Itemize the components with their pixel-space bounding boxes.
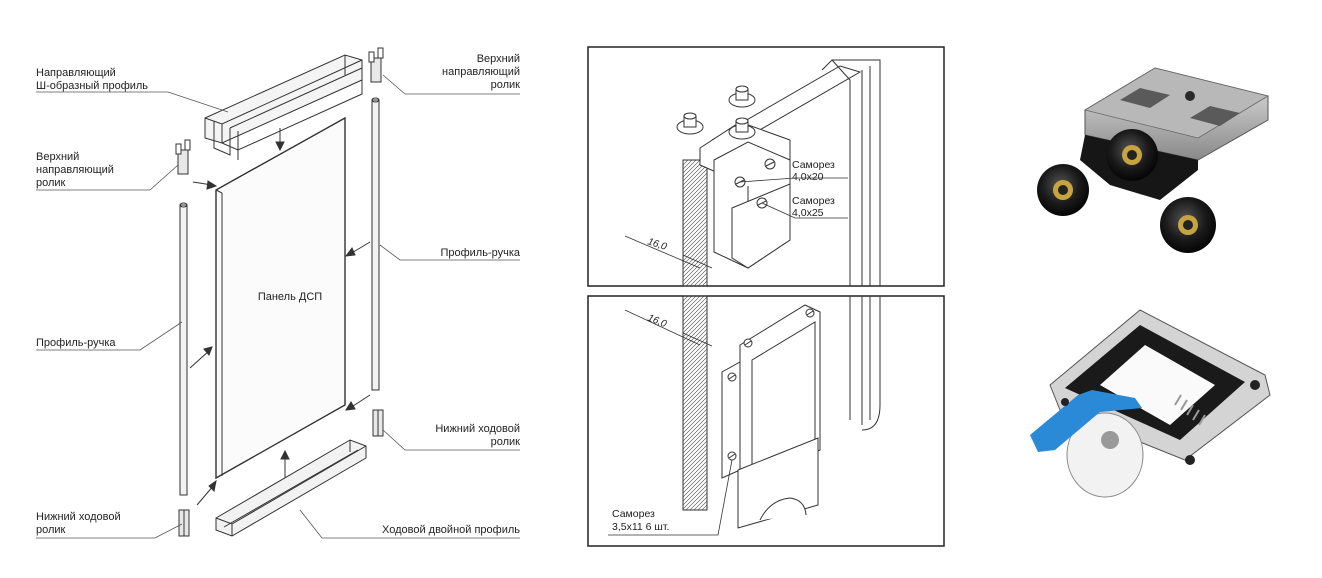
top-guide-profile (204, 54, 363, 160)
label-top-roller-right-2: направляющий (442, 66, 520, 78)
bottom-roller-right-part (372, 409, 384, 437)
label-top-roller-right-1: Верхний (477, 53, 520, 65)
label-bottom-roller-left-2: ролик (36, 524, 66, 536)
exploded-diagram (36, 47, 520, 539)
label-double-running-profile: Ходовой двойной профиль (382, 524, 520, 536)
double-running-profile (215, 439, 367, 537)
lower-running-roller-photo (1030, 309, 1271, 498)
label-bottom-roller-right-1: Нижний ходовой (435, 423, 520, 435)
handle-profile-left (179, 202, 188, 496)
exploded-diagram-labels: Направляющий Ш-образный профиль Верхний … (36, 53, 521, 536)
bottom-screw-line1: Саморез (612, 508, 655, 520)
top-screw-2-line2: 4,0x25 (792, 207, 824, 219)
label-top-roller-right-3: ролик (491, 79, 521, 91)
top-detail-panel: Саморез 4,0x20 Саморез 4,0x25 16,0 (587, 46, 945, 287)
chipboard-panel (215, 116, 346, 480)
label-top-roller-left-2: направляющий (36, 164, 114, 176)
handle-profile-right (371, 97, 380, 391)
label-panel: Панель ДСП (258, 291, 322, 303)
top-screw-1-line1: Саморез (792, 159, 835, 171)
top-roller-right-part (368, 47, 384, 83)
bottom-roller-left-part (178, 509, 190, 537)
top-screw-1-line2: 4,0x20 (792, 171, 824, 183)
top-screw-2-line1: Саморез (792, 195, 835, 207)
label-top-guide-profile-1: Направляющий (36, 67, 116, 79)
label-handle-profile-right: Профиль-ручка (440, 247, 520, 259)
upper-guide-roller-photo (1037, 67, 1270, 253)
label-handle-profile-left: Профиль-ручка (36, 337, 116, 349)
label-bottom-roller-right-2: ролик (491, 436, 521, 448)
label-top-roller-left-1: Верхний (36, 151, 79, 163)
label-bottom-roller-left-1: Нижний ходовой (36, 511, 121, 523)
top-roller-left-part (175, 139, 191, 175)
label-top-guide-profile-2: Ш-образный профиль (36, 80, 148, 92)
bottom-screw-line2: 3,5x11 6 шт. (612, 521, 669, 533)
assembly-arrows (189, 128, 371, 506)
leader-lines (36, 74, 520, 539)
bottom-detail-panel: 16,0 Саморез 3,5x11 6 шт. (587, 295, 945, 547)
label-top-roller-left-3: ролик (36, 177, 66, 189)
